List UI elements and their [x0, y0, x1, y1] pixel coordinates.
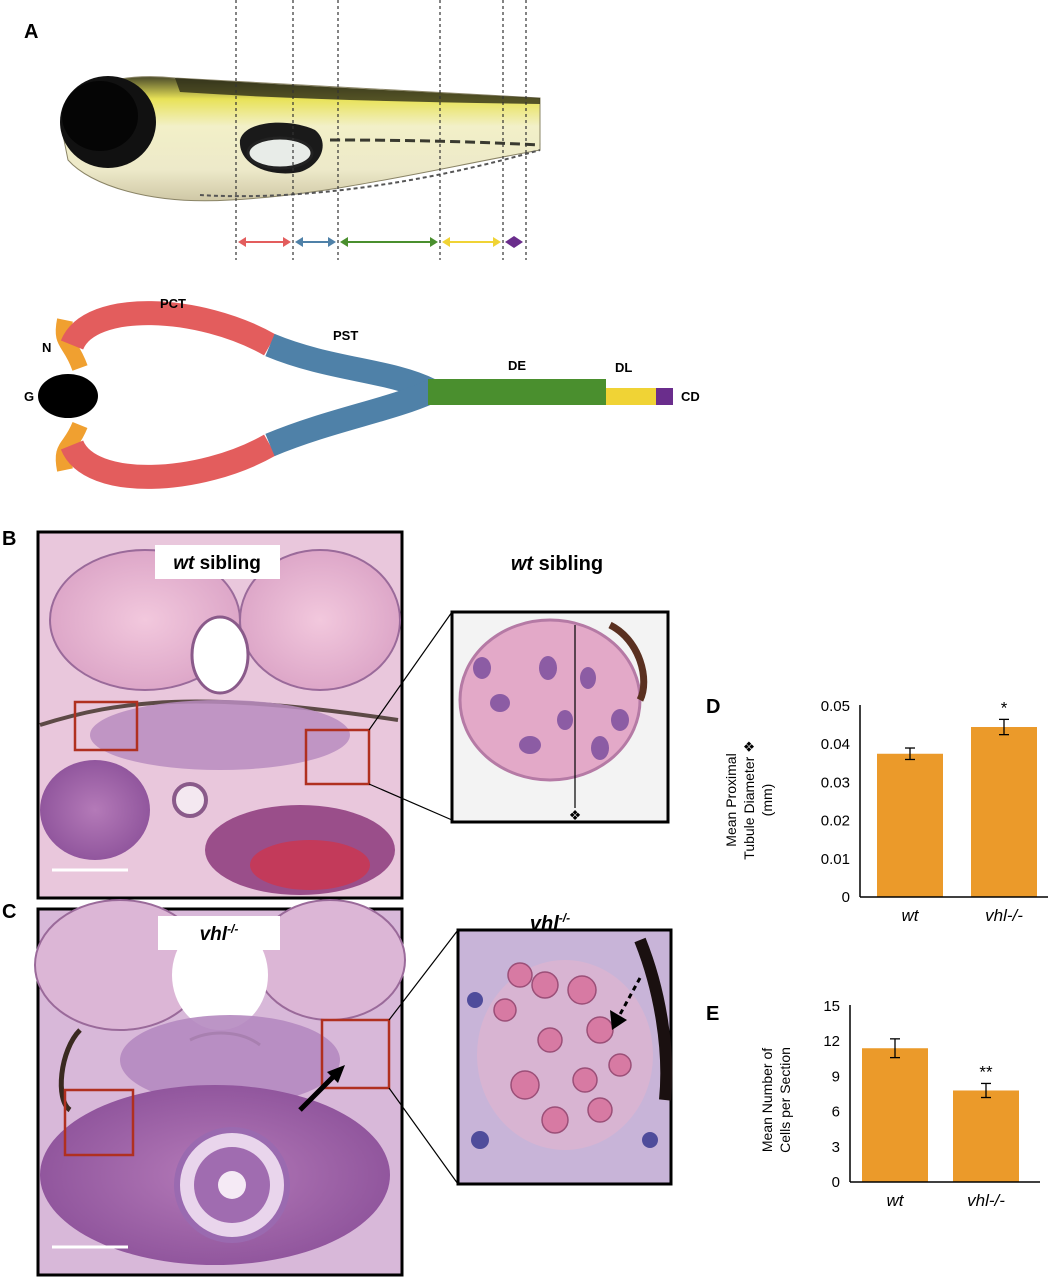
glomerulus	[38, 374, 98, 418]
error-bar-1	[999, 718, 1009, 736]
label-cd: CD	[681, 389, 700, 404]
pst-segment	[265, 333, 436, 401]
segment-arrows	[238, 236, 523, 248]
chart-e-yticks: 0 3 6 9 12 15	[823, 998, 840, 1191]
pct-segment	[60, 301, 276, 356]
roi-box-left	[63, 1088, 135, 1157]
chart-d-bars: wt vhl-/- *	[877, 698, 1037, 925]
ytick-label: 0	[842, 889, 850, 906]
ytick-label: 0	[832, 1174, 840, 1191]
chart-e: Mean Number of Cells per Section 0 3 6 9 12 1…	[759, 998, 1040, 1210]
ytick-label: 15	[823, 998, 840, 1015]
ytick-label: 0.03	[821, 774, 850, 791]
roi-box-right	[304, 728, 371, 786]
label-pst: PST	[333, 328, 358, 343]
panel-c-micrograph: vhl-/-	[34, 899, 406, 1277]
label-g: G	[24, 389, 34, 404]
panel-b-zoom-image	[450, 610, 670, 824]
segment-labels: N G PCT PST DE DL CD	[24, 296, 700, 404]
bar-1	[953, 1090, 1019, 1182]
chart-d: Mean Proximal Tubule Diameter ❖ (mm) 0 0.…	[723, 698, 1048, 925]
ytick-label: 3	[832, 1139, 840, 1156]
cd-segment	[656, 388, 673, 405]
panel-d-letter: D	[706, 696, 720, 718]
ytick-label: 0.01	[821, 851, 850, 868]
panel-e-letter: E	[706, 1003, 719, 1025]
error-bar-0	[890, 1038, 900, 1059]
significance-mark-1: *	[1001, 698, 1008, 717]
bar-1	[971, 727, 1037, 897]
chart-d-ylabel-line2: Tubule Diameter ❖	[741, 740, 757, 859]
larva-photo	[60, 76, 541, 202]
error-bar-1	[981, 1082, 991, 1099]
ytick-label: 0.02	[821, 813, 850, 830]
chart-e-ylabel-line2: Cells per Section	[777, 1047, 793, 1153]
panel-c-zoom-lines	[388, 929, 459, 1185]
panel-c-letter: C	[2, 901, 16, 923]
error-bar-0	[905, 747, 915, 761]
de-arrow	[340, 237, 438, 247]
bar-0	[862, 1048, 928, 1182]
panel-c-inset-label: vhl-/-	[200, 922, 239, 945]
label-de: DE	[508, 358, 526, 373]
label-pct: PCT	[160, 296, 186, 311]
label-n: N	[42, 340, 51, 355]
category-label-1: vhl-/-	[985, 906, 1023, 925]
chart-d-ylabel-line3: (mm)	[759, 784, 775, 817]
dl-segment	[606, 388, 656, 405]
pst-arrow	[295, 237, 336, 247]
panel-b-zoom-title: wt sibling	[511, 553, 603, 575]
bar-0	[877, 753, 943, 897]
chart-e-bars: wt vhl-/- **	[862, 1038, 1019, 1210]
ytick-label: 12	[823, 1033, 840, 1050]
roi-box-left	[73, 700, 139, 752]
diameter-marker: ❖	[569, 807, 582, 823]
ytick-label: 9	[832, 1068, 840, 1085]
category-label-0: wt	[902, 906, 920, 925]
panel-a-letter: A	[24, 21, 38, 43]
dashed-indicator-arrow	[616, 977, 642, 1019]
panel-b-micrograph: wt sibling	[36, 530, 404, 900]
chart-e-ylabel: Mean Number of Cells per Section	[759, 1047, 793, 1153]
chart-d-ylabel: Mean Proximal Tubule Diameter ❖ (mm)	[723, 740, 775, 859]
pronephros-schematic	[38, 301, 673, 489]
segment-guide-lines	[235, 0, 527, 260]
roi-box-right	[320, 1018, 391, 1090]
de-segment	[428, 379, 606, 405]
chart-d-yticks: 0 0.01 0.02 0.03 0.04 0.05	[821, 698, 850, 906]
indicator-arrow	[298, 1073, 337, 1112]
panel-b-zoom-lines	[368, 611, 453, 821]
panel-b-letter: B	[2, 528, 16, 550]
chart-e-ylabel-line1: Mean Number of	[759, 1048, 775, 1152]
panel-b-inset-label: wt sibling	[173, 553, 261, 574]
panel-c-zoom-image	[456, 928, 673, 1186]
significance-mark-1: **	[979, 1062, 993, 1081]
ytick-label: 0.05	[821, 698, 850, 715]
dl-arrow	[442, 237, 501, 247]
category-label-0: wt	[887, 1191, 905, 1210]
ytick-label: 0.04	[821, 736, 850, 753]
chart-d-ylabel-line1: Mean Proximal	[723, 753, 739, 846]
label-dl: DL	[615, 360, 632, 375]
pct-arrow	[238, 237, 291, 247]
category-label-1: vhl-/-	[967, 1191, 1005, 1210]
ytick-label: 6	[832, 1104, 840, 1121]
cd-arrow	[505, 236, 523, 248]
